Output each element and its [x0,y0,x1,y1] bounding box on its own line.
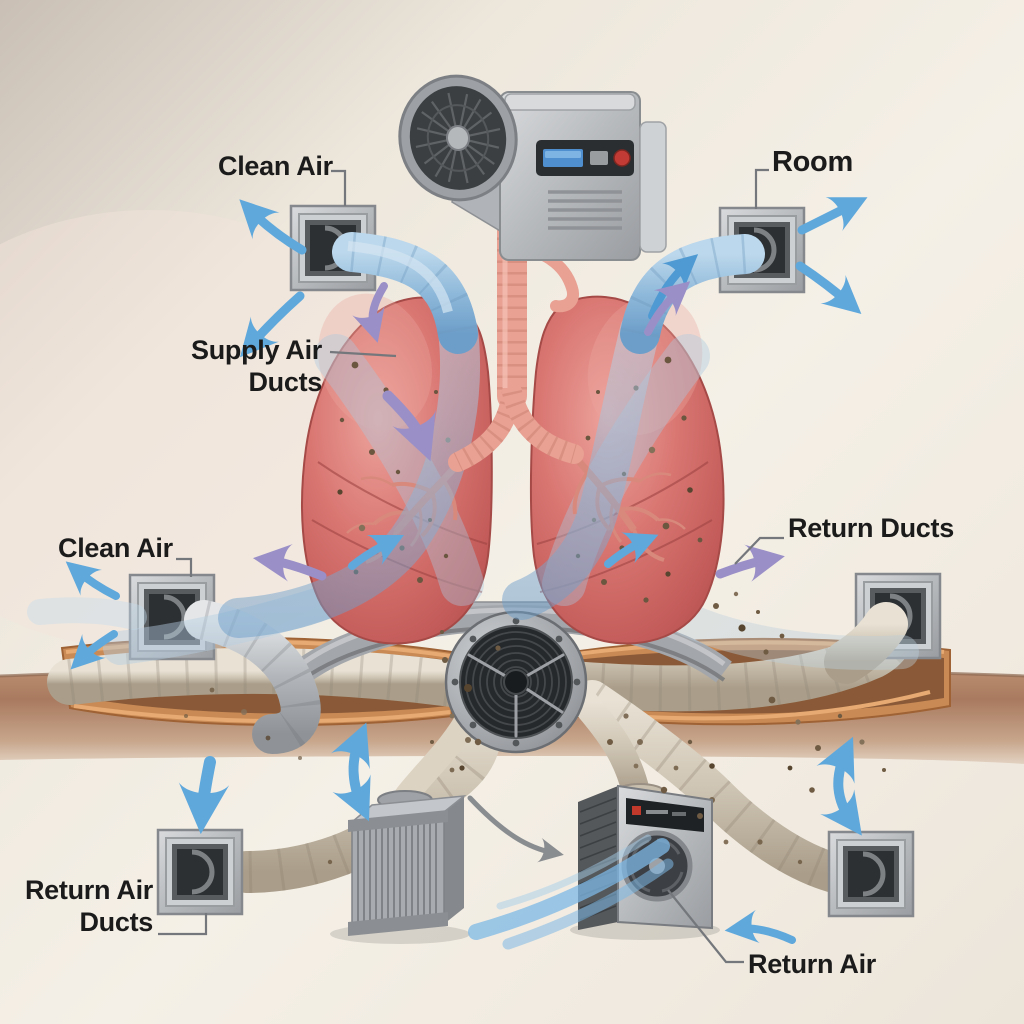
bronchus-rings [453,390,522,472]
label-return-ducts: Return Ducts [788,513,954,543]
duct-ribs [199,600,321,754]
arrow-left-vent-out-down [70,630,118,670]
unit-side-panel [639,121,667,253]
arrow-purple-left-lung [382,390,436,462]
unit-power-button [613,149,631,167]
arrow-purple-return [715,544,785,582]
supply-duct-left-lower [218,310,480,638]
filter-top-cap [348,810,448,832]
arrow-filter-to-unit [467,795,564,863]
leader-clean-air-top [331,169,347,206]
duct-shine [347,241,453,314]
arrow-down-to-bottom-left-vent [178,756,230,835]
supply-duct-right-lower [502,310,660,620]
arrow-top-left-out-down [239,291,305,358]
supply-ducts [218,232,765,638]
stream-left-vent [27,597,147,630]
fan-hub [503,669,529,695]
display-glare [545,151,581,158]
arrow-purple-left-middle [252,544,327,582]
leader-clean-air-left [176,557,193,577]
filter-side [444,796,464,924]
duct-to-bottom-right-vent [572,680,858,894]
leader-room [754,168,769,209]
label-room: Room [772,146,853,178]
airflow-band [314,334,484,606]
arrow-double-bottom-right [816,736,862,836]
return-duct-left-channel [47,647,475,707]
filter-bottom-cap [348,912,448,936]
rooftop-unit [398,74,667,261]
arrow-double-filter [331,722,371,822]
debris-particles [184,591,886,845]
unit-fan-icon [398,74,518,202]
arrow-left-vent-out-up [65,561,120,600]
leader-return-air-ducts [158,913,208,936]
arrow-blue-right-lung-bottom [604,532,659,568]
panel-readout [672,812,686,816]
label-clean-air-top: Clean Air [218,151,333,181]
arrow-top-left-out-up [239,199,307,255]
filter-pleats [357,819,437,928]
arrow-room-out-down [795,261,862,314]
arrow-blue-left-lung-bottom [348,534,405,570]
duct-to-return-unit [570,688,650,806]
panel-readout [646,810,668,814]
label-clean-air-left: Clean Air [58,533,173,563]
fan-bolts [451,617,581,747]
unit-vent-slats [548,190,622,230]
leader-lines [158,168,784,964]
duct-into-right-middle-vent [824,602,908,684]
ground-fan [444,610,588,754]
flow-arrows [65,197,868,944]
air-filter-box [330,790,470,944]
label-return-air: Return Air [748,949,877,979]
return-air-swooshes [468,834,674,950]
arrow-purple-left-duct [352,282,388,343]
leader-return-air [667,889,744,964]
arrow-purple-right-duct [644,281,691,336]
unit-button [590,151,608,165]
vent-bottom-right [829,832,913,916]
vent-bottom-left [158,830,242,914]
panel-indicator [632,806,641,815]
return-air-unit [468,783,720,950]
label-supply-air-ducts: Supply Air Ducts [190,335,322,397]
label-return-air-ducts: Return Air Ducts [24,875,153,937]
lung-highlight [318,293,432,431]
arrow-room-out-up [797,197,868,235]
leader-supply-air-ducts [329,350,397,358]
unit-top-cap [504,93,636,111]
leader-return-ducts [734,536,784,565]
right-bronchus [502,382,584,464]
left-lung [301,293,493,645]
return-unit-panel [626,798,704,832]
arrow-return-air [724,909,796,944]
